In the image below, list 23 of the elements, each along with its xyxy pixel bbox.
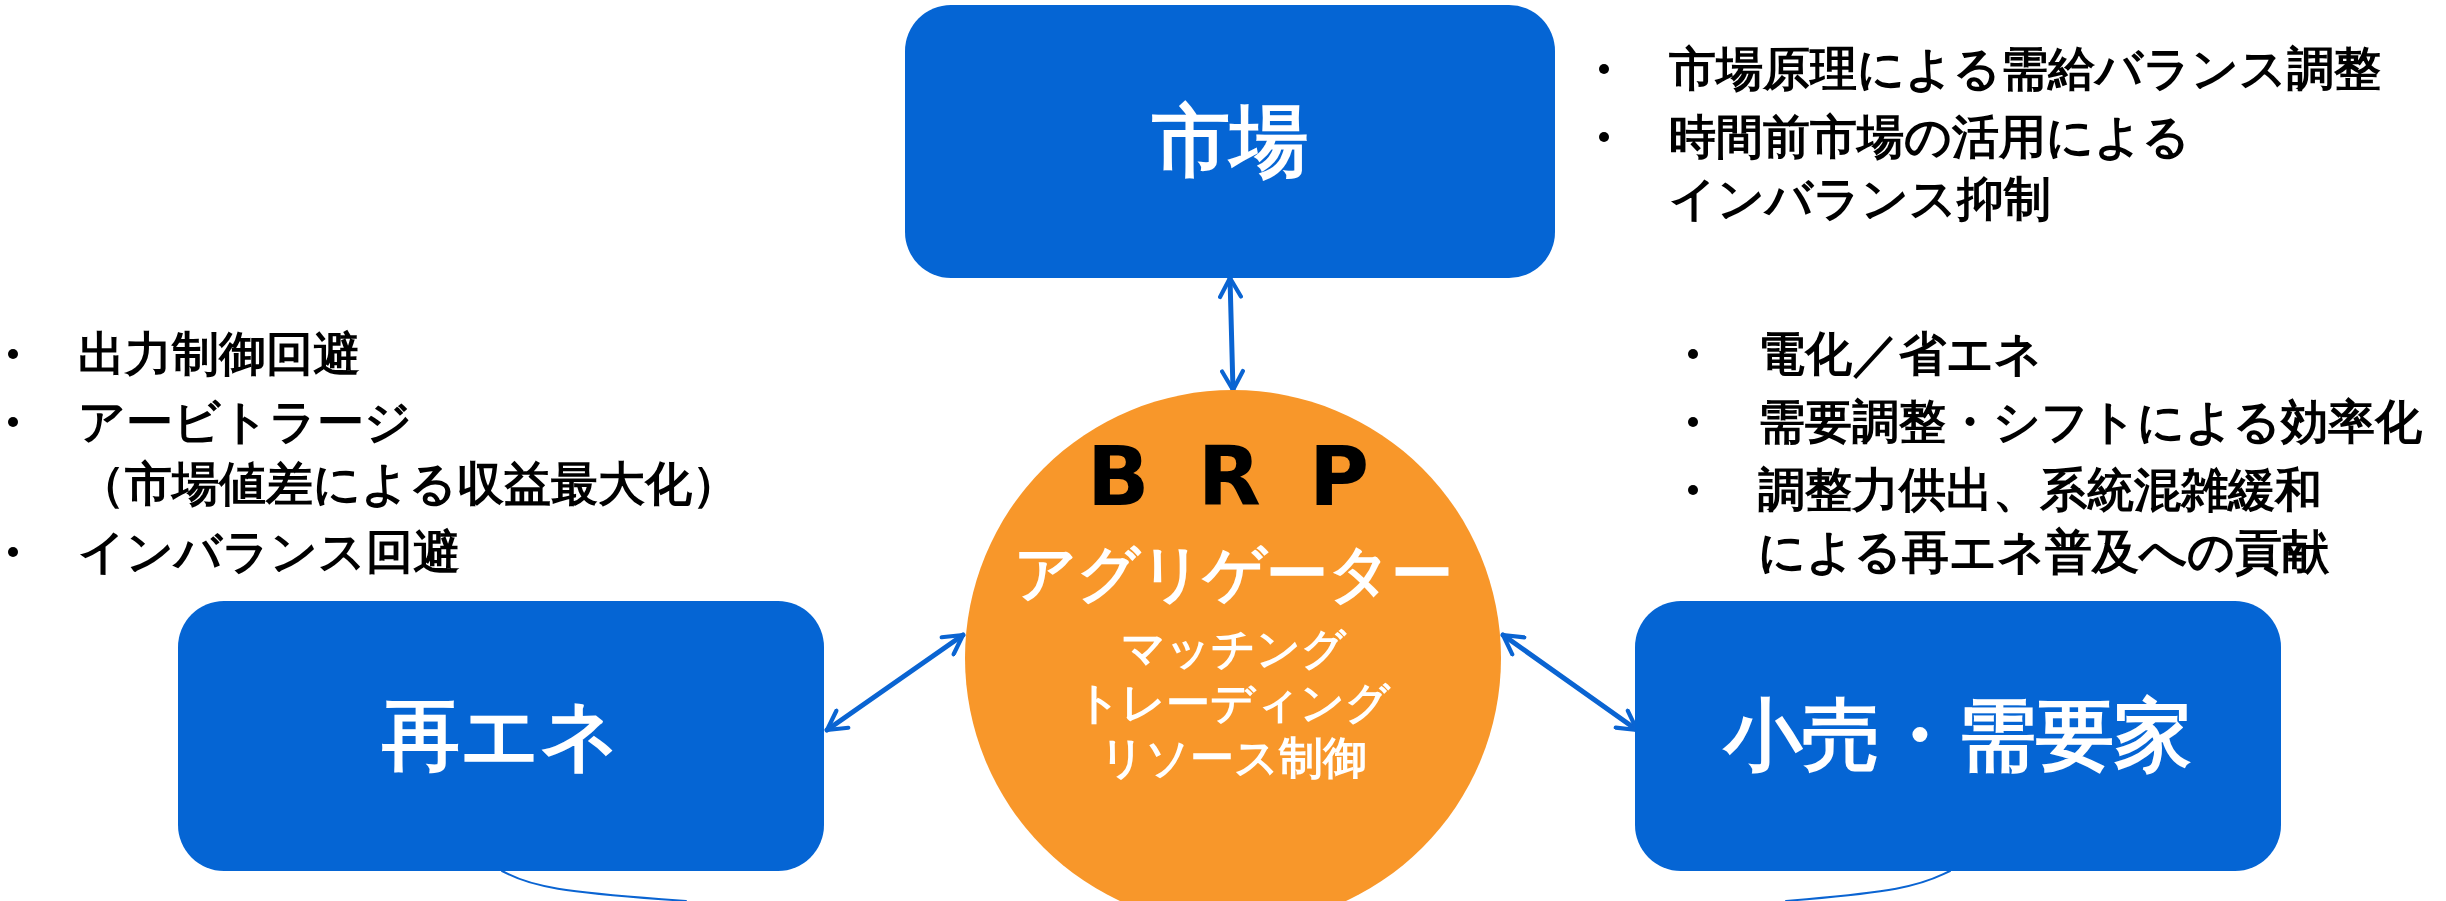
connector-line [501, 870, 687, 901]
bullet-text: 出力制御回避 [78, 325, 360, 383]
bullet-text: 電化／省エネ [1758, 325, 2042, 383]
bullet-text: インバランス回避 [78, 523, 460, 581]
double-arrow [824, 632, 966, 733]
entity-box [178, 601, 824, 871]
role-text: リソース制御 [1099, 732, 1367, 784]
bullet-text: 市場原理による需給バランス調整 [1669, 40, 2381, 98]
bullet-text: 需要調整・シフトによる効率化 [1758, 393, 2422, 451]
box-title: 市場 [1152, 96, 1308, 187]
box-title: 再エネ [382, 691, 620, 781]
bullet-text: アービトラージ（市場値差による収益最大化） [78, 393, 740, 513]
bullet-text: 調整力供出、系統混雑緩和による再エネ普及への貢献 [1758, 461, 2330, 581]
bullet-text: 時間前市場の活用によるインバランス抑制 [1669, 108, 2191, 228]
entity-box [905, 5, 1555, 278]
circle-subtitle: アグリゲーター [1013, 538, 1453, 610]
box-title: 小売・需要家 [1724, 691, 2192, 781]
double-arrow [1218, 275, 1245, 393]
circle-title: B R P [1086, 430, 1379, 525]
role-text: トレーディング [1076, 678, 1390, 729]
entity-box [1635, 601, 2281, 871]
role-text: マッチング [1120, 623, 1346, 675]
connector-line [1785, 870, 1951, 901]
